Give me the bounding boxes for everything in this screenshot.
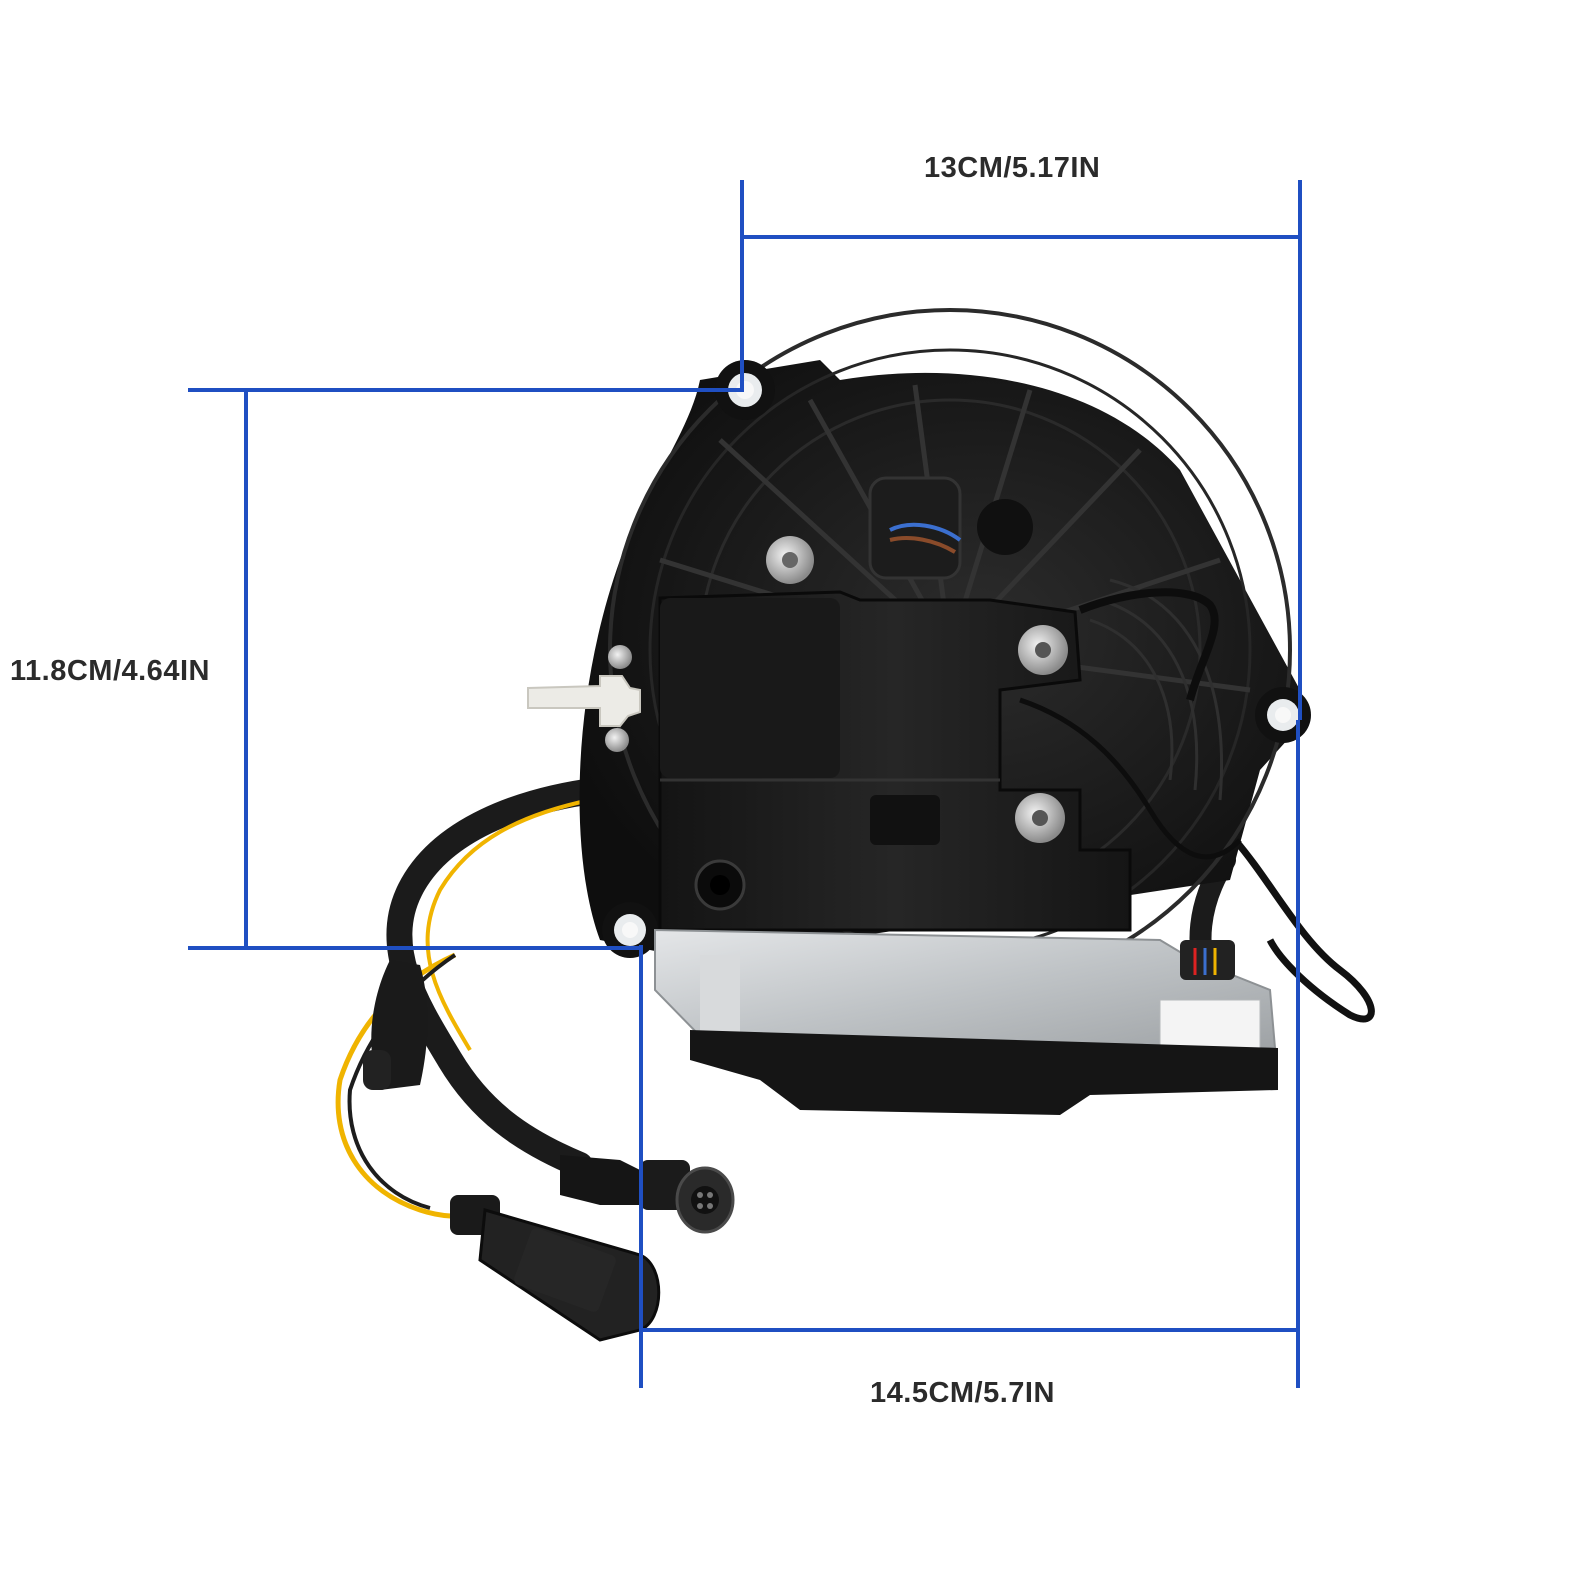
sensor-wire — [1019, 588, 1242, 860]
rectangular-plug — [450, 1195, 661, 1342]
bottom-width-label: 14.5CM/5.7IN — [870, 1377, 1055, 1409]
sensor-connector — [868, 476, 1033, 580]
washer-nozzle — [527, 675, 641, 727]
mounting-ear-right — [1255, 687, 1311, 743]
lower-housing — [690, 1030, 1278, 1115]
aluminium-bracket — [654, 928, 1277, 1052]
side-screw-lower — [605, 728, 629, 752]
aviation-connector — [560, 1155, 735, 1234]
mounting-ear-bottom — [602, 902, 658, 958]
dimension-lines — [188, 180, 1302, 1388]
right-wire-connector — [1180, 940, 1235, 980]
motor-block — [658, 590, 1132, 932]
block-screw-upper — [1018, 625, 1068, 675]
left-height-label: 11.8CM/4.64IN — [10, 655, 210, 687]
top-width-label: 13CM/5.17IN — [924, 152, 1101, 184]
housing-screw — [766, 536, 814, 584]
mounting-ear-top — [715, 360, 775, 420]
block-screw-lower — [1015, 793, 1065, 843]
side-screw-upper — [608, 645, 632, 669]
cable-sleeve — [363, 960, 428, 1090]
